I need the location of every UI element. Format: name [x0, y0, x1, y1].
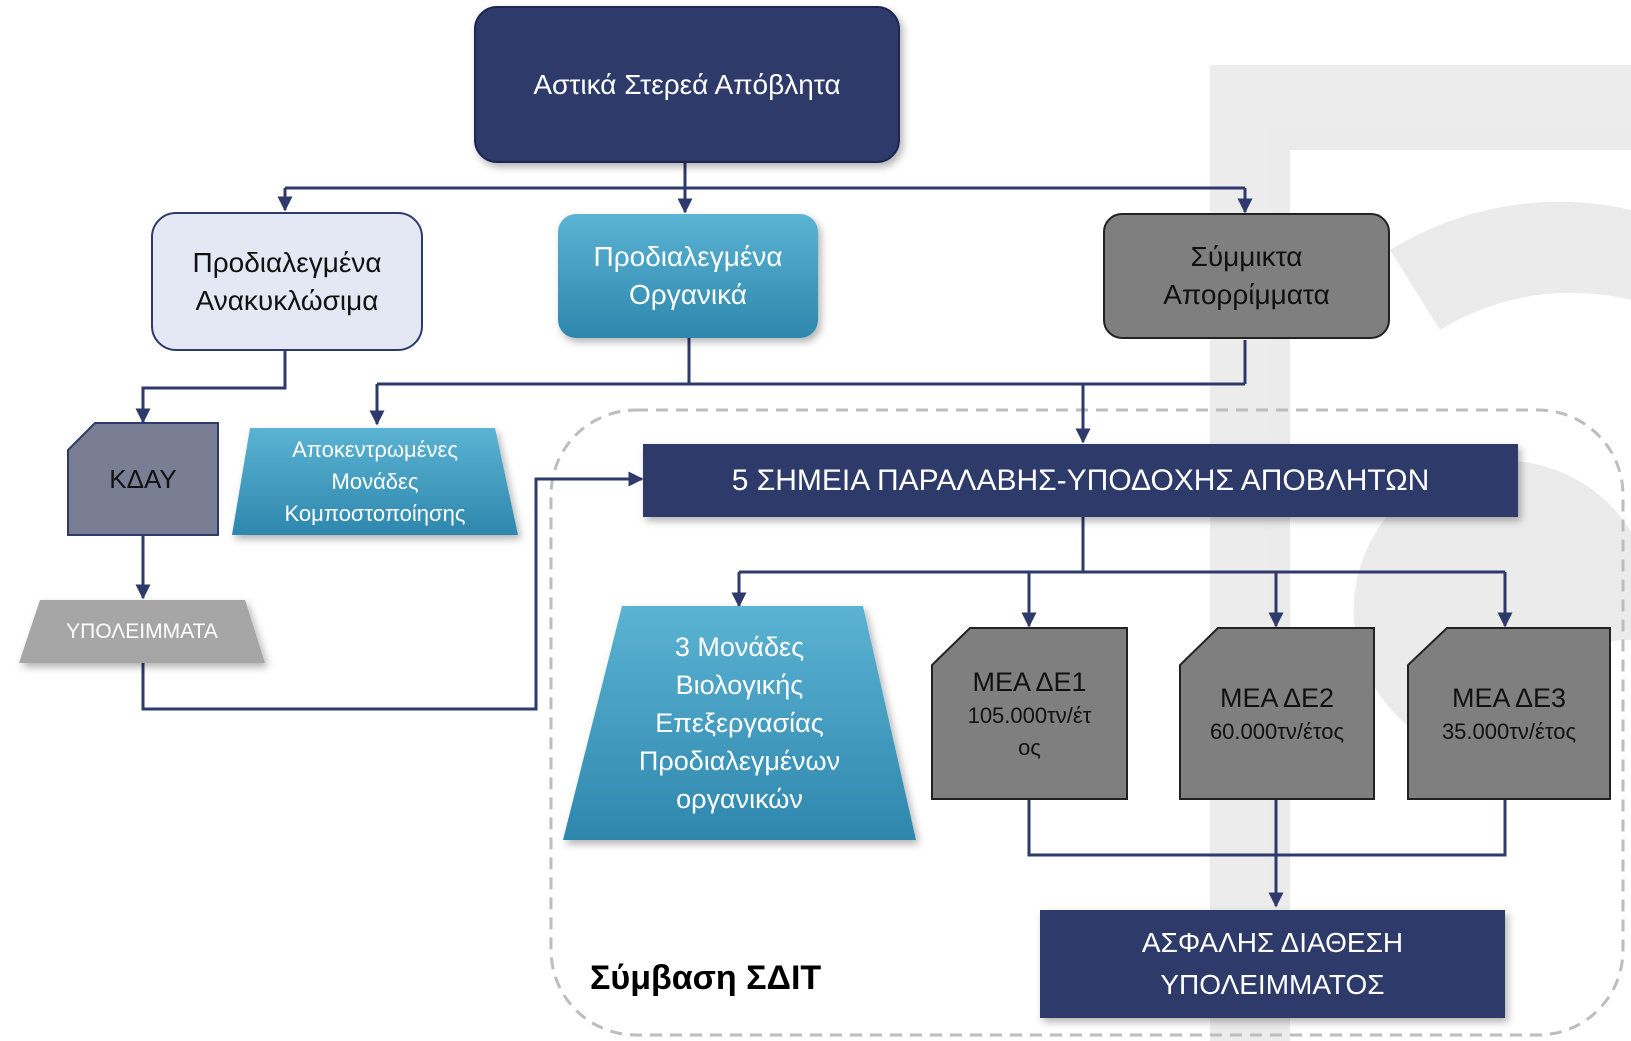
mea-de2-box: [1179, 627, 1375, 800]
disposal-box: [1040, 910, 1505, 1018]
municipal-waste-box: [474, 6, 900, 163]
kday-box: [67, 422, 219, 536]
watermark-logo: [1210, 65, 1631, 1041]
mea-de1-box: [931, 627, 1128, 800]
bio-units-box: [563, 606, 916, 840]
recyclables-box: [151, 212, 423, 351]
connectors: [135, 160, 1513, 908]
organics-box: [558, 214, 818, 338]
composting-box: [232, 428, 518, 535]
mixed-waste-box: [1103, 213, 1390, 339]
contract-boundary: [549, 408, 1625, 1037]
collection-points-box: [643, 444, 1518, 517]
mea-de3-box: [1407, 627, 1611, 800]
residues-box: [19, 600, 265, 663]
